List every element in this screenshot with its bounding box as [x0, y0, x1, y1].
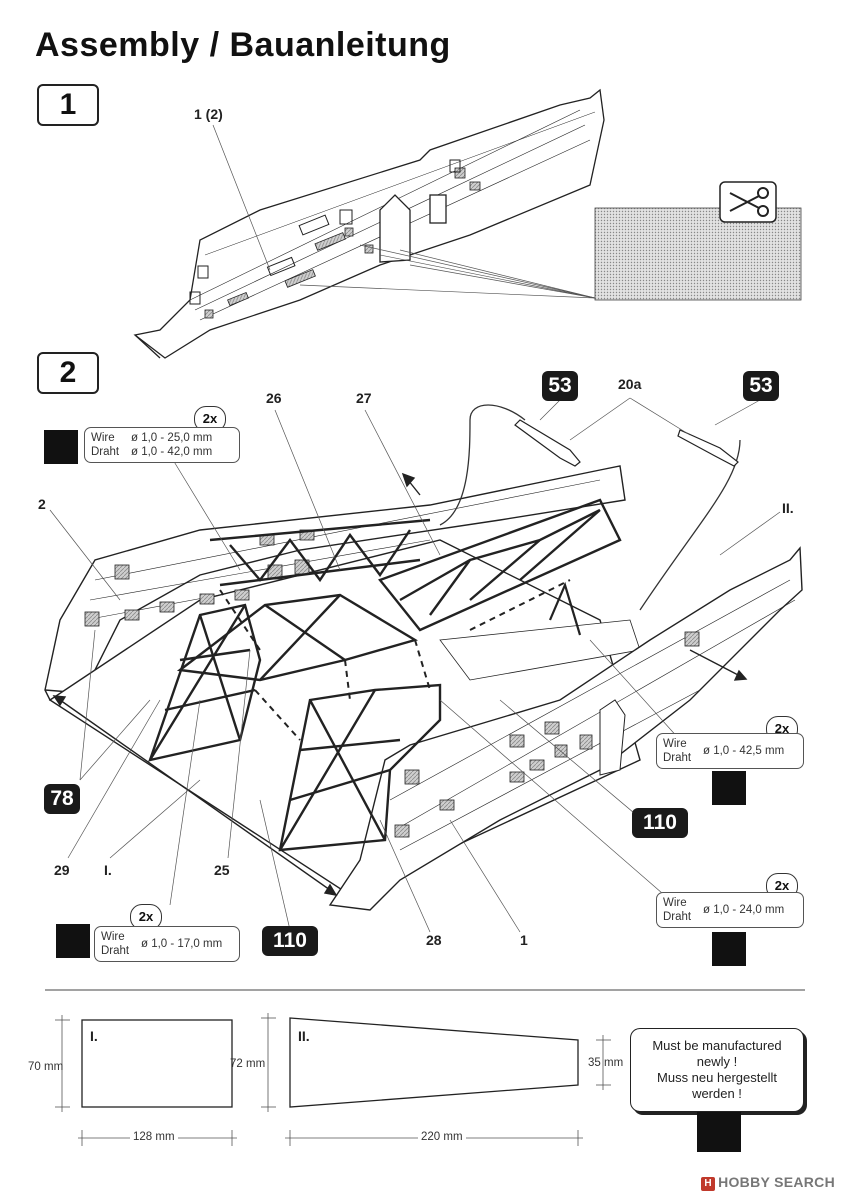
- note-line-3: Muss neu hergestellt: [657, 1070, 777, 1085]
- step1-cut-area: [594, 207, 802, 301]
- badge-110-bottom: 110: [262, 926, 318, 956]
- note-line-1: Must be manufactured: [652, 1038, 782, 1053]
- wire-value: ø 1,0 - 24,0 mm: [703, 904, 785, 916]
- template-I-height: 70 mm: [28, 1061, 64, 1073]
- wire-value: ø 1,0 - 42,5 mm: [703, 745, 785, 757]
- step-2-box: 2: [37, 352, 99, 394]
- hobby-search-logo-icon: H: [701, 1177, 716, 1191]
- template-II-width: 220 mm: [418, 1131, 466, 1143]
- template-II-label: II.: [298, 1028, 310, 1044]
- wire-tool-icon: [712, 771, 746, 805]
- wire-value: ø 1,0 - 17,0 mm: [141, 938, 223, 950]
- template-I-width: 128 mm: [130, 1131, 178, 1143]
- wire-value: ø 1,0 - 25,0 mm: [131, 432, 213, 444]
- step2-leader-lines: [49, 397, 781, 933]
- badge-53-left: 53: [542, 371, 578, 401]
- draht-label: Draht: [91, 446, 120, 458]
- wire-spec-1: Wire ø 1,0 - 25,0 mm Draht ø 1,0 - 42,0 mm: [84, 427, 240, 463]
- label-29: 29: [54, 862, 70, 878]
- wire-label: Wire: [663, 897, 687, 909]
- step1-window-outlines: [189, 159, 461, 305]
- label-20a: 20a: [618, 376, 642, 392]
- step2-direction-arrows: [52, 472, 748, 896]
- step1-fuselage-panel: [133, 88, 605, 359]
- watermark-text: HOBBY SEARCH: [718, 1174, 835, 1190]
- step2-truss-frames: [148, 498, 622, 852]
- label-II: II.: [782, 500, 794, 516]
- step2-control-cables: [439, 404, 741, 611]
- wire-spec-3: Wire Draht ø 1,0 - 24,0 mm: [656, 892, 804, 928]
- step2-assembly-guides: [219, 579, 571, 741]
- wire-label: Wire: [91, 432, 115, 444]
- step2-wire-struts: [548, 581, 582, 636]
- manufacture-note: Must be manufactured newly ! Muss neu he…: [630, 1028, 804, 1112]
- wire-spec-2: Wire Draht ø 1,0 - 42,5 mm: [656, 733, 804, 769]
- step2-window-marks: [84, 529, 700, 838]
- wire-spec-4: Wire Draht ø 1,0 - 17,0 mm: [94, 926, 240, 962]
- note-line-2: newly !: [696, 1054, 738, 1069]
- step2-pulleys: [514, 419, 739, 467]
- badge-53-right: 53: [743, 371, 779, 401]
- step2-right-side-panel: [328, 546, 803, 911]
- template-II-height-right: 35 mm: [588, 1057, 624, 1069]
- label-2: 2: [38, 496, 46, 512]
- label-1: 1: [520, 932, 528, 948]
- draht-label: Draht: [101, 945, 130, 957]
- note-line-4: werden !: [692, 1086, 742, 1101]
- draht-value: ø 1,0 - 42,0 mm: [131, 446, 213, 458]
- label-I: I.: [104, 862, 112, 878]
- label-27: 27: [356, 390, 372, 406]
- step1-part-label: 1 (2): [194, 106, 223, 122]
- wire-tool-icon: [56, 924, 90, 958]
- step-1-box: 1: [37, 84, 99, 126]
- template-I: [55, 1015, 237, 1146]
- wire-tool-icon: [697, 1112, 741, 1152]
- step1-leader-lines: [212, 124, 596, 299]
- step1-cutout-marks: [204, 167, 481, 319]
- label-25: 25: [214, 862, 230, 878]
- wire-label: Wire: [101, 931, 125, 943]
- template-II: [261, 1013, 611, 1146]
- wire-tool-icon: [44, 430, 78, 464]
- label-26: 26: [266, 390, 282, 406]
- page-title: Assembly / Bauanleitung: [35, 26, 451, 64]
- badge-78: 78: [44, 784, 80, 814]
- wire-qty-4: 2x: [130, 904, 162, 930]
- template-II-height-left: 72 mm: [230, 1058, 266, 1070]
- scissors-icon: [719, 181, 777, 223]
- template-I-label: I.: [90, 1028, 98, 1044]
- wire-tool-icon: [712, 932, 746, 966]
- badge-110-right: 110: [632, 808, 688, 838]
- draht-label: Draht: [663, 752, 692, 764]
- label-28: 28: [426, 932, 442, 948]
- wire-label: Wire: [663, 738, 687, 750]
- draht-label: Draht: [663, 911, 692, 923]
